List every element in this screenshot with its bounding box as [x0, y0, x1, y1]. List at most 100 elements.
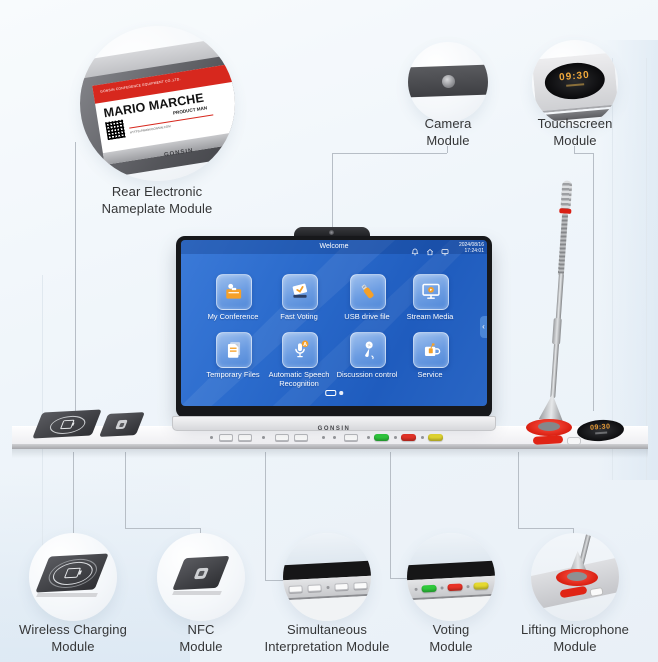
console-dot [210, 435, 213, 439]
laptop-base: GONSIN [172, 416, 496, 432]
touchscreen-clock-subtext [566, 83, 585, 87]
connector-camera [447, 146, 448, 153]
laptop-camera-bump [294, 227, 370, 238]
nameplate-module-circle: GONSIN CONFERENCE EQUIPMENT CO.,LTD. MAR… [80, 26, 235, 181]
interpretation-button [352, 581, 368, 590]
microphone-head [560, 180, 573, 211]
handheld-mic-icon [365, 341, 374, 360]
app-label: Stream Media [406, 312, 454, 321]
nfc-module-circle [157, 533, 245, 621]
panel-zoom [407, 533, 495, 621]
pad-front-edge [36, 593, 98, 597]
camera-module-circle [408, 42, 488, 122]
desk-clock-time: 09:30 [589, 423, 611, 432]
app-fast-voting[interactable] [282, 274, 318, 310]
app-label: Service [417, 370, 443, 379]
connector-camera [332, 153, 333, 229]
console-button [344, 433, 358, 441]
microphone-gooseneck [557, 213, 569, 276]
connector-voting [390, 578, 409, 579]
camera-lens-dot [329, 230, 334, 235]
topbar-icons [411, 243, 449, 256]
app-label: My Conference [207, 312, 259, 321]
touchscreen-module-label: Touchscreen Module [537, 116, 613, 148]
nameplate-module-label: Rear Electronic Nameplate Module [101, 184, 213, 216]
mic-red-base-hole [567, 572, 587, 581]
usb-drive-icon [361, 284, 374, 299]
pad-front-edge [172, 591, 222, 595]
connector-touchscreen [574, 153, 593, 154]
panel-dot [414, 587, 418, 591]
wireless-charging-pad [32, 409, 102, 439]
touchscreen-oval-screen: 09:30 [543, 60, 607, 102]
voting-module-circle [407, 533, 495, 621]
screen-ui: Welcome 2024/08/16 17:24:01 [181, 240, 487, 406]
panel-front [407, 595, 495, 621]
topbar-date: 2024/08/16 [458, 241, 484, 248]
background-line [646, 58, 647, 480]
vote-yes-button [374, 433, 389, 441]
connector-nfc [125, 452, 126, 528]
microphone-a-icon: A [295, 340, 309, 358]
document-icon [227, 342, 241, 358]
page-dot[interactable] [339, 391, 343, 395]
wireless-module-label: Wireless Charging Module [19, 622, 127, 654]
app-temporary-files[interactable] [216, 332, 252, 368]
touchscreen-device: 09:30 [532, 52, 618, 114]
console-button-strip [210, 431, 443, 443]
connector-wireless [73, 452, 74, 534]
nameplate-company: GONSIN CONFERENCE EQUIPMENT CO.,LTD. [99, 76, 181, 94]
welcome-title: Welcome [319, 243, 349, 250]
laptop-brand: GONSIN [317, 426, 351, 432]
monitor-play-icon [422, 283, 440, 299]
interpretation-button [219, 433, 233, 441]
app-my-conference[interactable] [216, 274, 252, 310]
console-dot [262, 435, 265, 439]
app-service[interactable] [413, 332, 449, 368]
lifting-microphone [527, 177, 589, 441]
connector-interpretation [265, 580, 285, 581]
console-dot [367, 435, 370, 439]
touchscreen-module-circle: 09:30 [532, 40, 618, 126]
app-label: Fast Voting [280, 312, 318, 321]
nfc-icon [115, 419, 128, 430]
mic-module-label: Lifting Microphone Module [520, 622, 630, 654]
app-label: Automatic Speech Recognition [268, 370, 330, 388]
side-panel-tab[interactable]: ‹ [480, 316, 487, 338]
cup-icon [424, 343, 441, 357]
touchscreen-clock-time: 09:30 [558, 69, 591, 84]
interpretation-module-label: Simultaneous Interpretation Module [264, 622, 390, 654]
nfc-module-label: NFC Module [179, 622, 223, 654]
vote-abstain-button [473, 581, 489, 590]
svg-text:A: A [303, 342, 307, 348]
app-usb-drive-file[interactable] [350, 274, 386, 310]
console-dot [333, 435, 336, 439]
app-automatic-speech-recognition[interactable]: A [282, 332, 318, 368]
app-stream-media[interactable] [413, 274, 449, 310]
connector-touchscreen [574, 146, 575, 153]
vote-no-button [447, 582, 463, 591]
topbar-datetime: 2024/08/16 17:24:01 [459, 242, 484, 254]
connector-touchscreen [593, 153, 594, 411]
connector-nfc [200, 528, 201, 534]
connector-voting [390, 452, 391, 578]
interpretation-button [238, 433, 252, 441]
ballot-check-icon [292, 283, 308, 298]
app-discussion-control[interactable] [350, 332, 386, 368]
home-icon[interactable] [426, 243, 434, 256]
display-icon[interactable] [441, 243, 449, 256]
page-pill-active[interactable] [325, 390, 337, 396]
app-label: Temporary Files [206, 370, 260, 379]
interpretation-button [306, 583, 322, 592]
mic-module-circle [531, 533, 619, 621]
connector-mic [518, 452, 519, 528]
console-dot [322, 435, 325, 439]
bell-icon[interactable] [411, 243, 419, 256]
page-indicator[interactable] [325, 390, 343, 396]
panel-zoom [283, 533, 371, 621]
nameplate-brand: GONSIN [163, 147, 194, 159]
microphone-base-white-button [567, 437, 581, 445]
vote-no-button [401, 433, 416, 441]
desk-shadow [12, 449, 648, 458]
background-line [612, 58, 613, 480]
